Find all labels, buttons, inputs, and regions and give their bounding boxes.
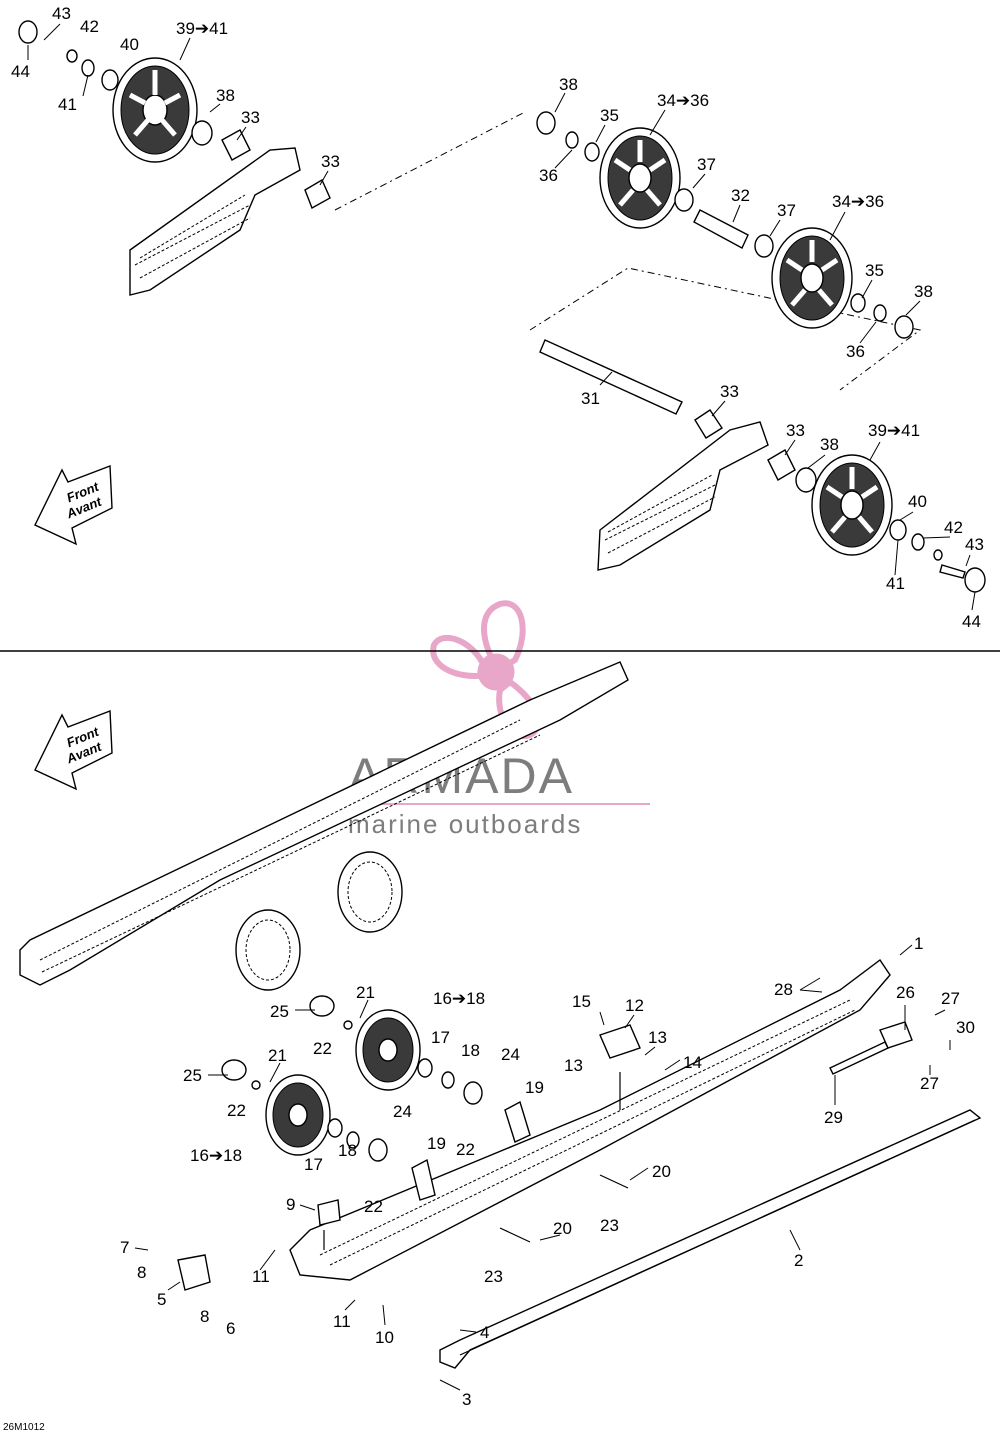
wheel-rear-2 [337,851,403,933]
callout: 22 [456,1140,475,1159]
callout: 17 [304,1155,323,1174]
callout: 20 [652,1162,671,1181]
callout: 44 [962,612,981,631]
callout: 10 [375,1328,394,1347]
callout: 9 [286,1195,295,1214]
callout: 20 [553,1219,572,1238]
callout: 43 [965,535,984,554]
callout: 33 [241,108,260,127]
wheel-top-center [599,127,681,229]
callouts-top: 43 42 44 41 40 39➔41 38 33 33 38 35 36 3… [11,4,984,631]
callout: 38 [216,86,235,105]
callout: 44 [11,62,30,81]
callout: 38 [820,435,839,454]
callout: 14 [683,1053,702,1072]
leader-lines [27,23,976,1391]
callout: 27 [941,989,960,1008]
callout: 5 [157,1290,166,1309]
callout: 3 [462,1390,471,1409]
callout: 2 [794,1251,803,1270]
callout: 29 [824,1108,843,1127]
callout: 8 [200,1307,209,1326]
callout: 16➔18 [433,989,485,1008]
callout: 36 [846,342,865,361]
wheel-16-18-upper [355,1009,421,1091]
callout: 21 [268,1046,287,1065]
callout: 23 [484,1267,503,1286]
callout: 41 [886,574,905,593]
callout: 41 [58,95,77,114]
callout: 37 [697,155,716,174]
callout: 7 [120,1238,129,1257]
callout: 24 [393,1102,412,1121]
callout: 40 [908,492,927,511]
callout: 19 [525,1078,544,1097]
callout: 35 [600,106,619,125]
front-arrow-icon-bottom: Front Avant [34,710,113,791]
callout: 4 [480,1323,489,1342]
top-assembly [18,20,986,593]
callout: 30 [956,1018,975,1037]
callout: 31 [581,389,600,408]
callout: 22 [227,1101,246,1120]
callout: 22 [364,1197,383,1216]
callout: 11 [252,1267,270,1286]
bottom-assembly [19,661,982,1369]
callout: 43 [52,4,71,23]
callout: 22 [313,1039,332,1058]
callout: 26 [896,983,915,1002]
callout: 39➔41 [868,421,920,440]
callout: 6 [226,1319,235,1338]
callout: 34➔36 [657,91,709,110]
callout: 28 [774,980,793,999]
callout: 1 [914,934,923,953]
callout: 12 [625,996,644,1015]
wheel-top-left [112,57,198,163]
callout: 32 [731,186,750,205]
callout: 17 [431,1028,450,1047]
callout: 42 [80,17,99,36]
callout: 36 [539,166,558,185]
wheel-lower-right [811,454,893,556]
callout: 16➔18 [190,1146,242,1165]
callout: 27 [920,1074,939,1093]
callout: 33 [321,152,340,171]
callout: 21 [356,983,375,1002]
callouts-bottom: 1 28 26 27 30 27 29 2 25 21 22 16➔18 17 … [120,934,975,1409]
callout: 13 [648,1028,667,1047]
callout: 37 [777,201,796,220]
callout: 24 [501,1045,520,1064]
callout: 13 [564,1056,583,1075]
callout: 23 [600,1216,619,1235]
callout: 35 [865,261,884,280]
callout: 8 [137,1263,146,1282]
wheel-16-18-lower [265,1074,331,1156]
callout: 11 [333,1312,351,1331]
callout: 15 [572,992,591,1011]
figure-code: 26M1012 [3,1422,45,1433]
wheel-rear-1 [235,909,301,991]
callout: 25 [183,1066,202,1085]
callout: 39➔41 [176,19,228,38]
front-arrow-icon-top: Front Avant [34,465,113,546]
callout: 25 [270,1002,289,1021]
callout: 38 [914,282,933,301]
callout: 19 [427,1134,446,1153]
callout: 18 [461,1041,480,1060]
callout: 18 [338,1141,357,1160]
callout: 42 [944,518,963,537]
callout: 34➔36 [832,192,884,211]
callout: 40 [120,35,139,54]
callout: 33 [786,421,805,440]
callout: 38 [559,75,578,94]
watermark-subtitle: marine outboards [348,809,582,839]
callout: 33 [720,382,739,401]
wheel-top-right [771,227,853,329]
